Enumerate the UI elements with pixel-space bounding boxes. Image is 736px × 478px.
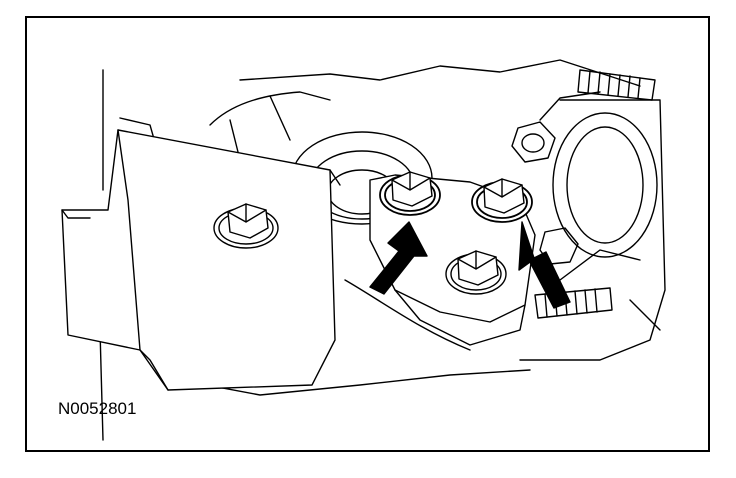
bolt-plate-upper-right — [471, 178, 533, 223]
hex-nut-right — [539, 227, 579, 265]
arrow-right-pointer — [518, 221, 571, 309]
coolant-port — [539, 91, 658, 258]
engine-block-outline — [99, 59, 666, 441]
bolt-bracket-left — [213, 203, 279, 249]
bolt-plate-upper-left — [379, 171, 441, 216]
figure-id-label: N0052801 — [58, 399, 137, 418]
mount-bracket — [61, 129, 341, 391]
bolt-plate-lower — [445, 250, 507, 295]
stud-top-right — [577, 69, 656, 101]
arrow-left-pointer — [369, 221, 428, 295]
hex-nut-upper-right — [511, 121, 556, 163]
